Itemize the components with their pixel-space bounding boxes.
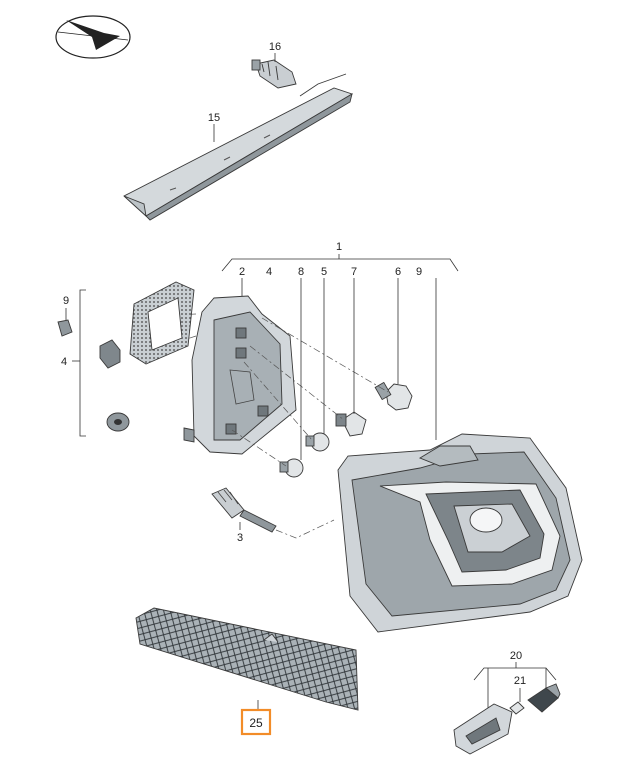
bulb-21[interactable] xyxy=(509,701,525,715)
callout-25[interactable]: 25 xyxy=(249,716,263,730)
bulb-5[interactable] xyxy=(305,432,330,452)
license-lamp-20[interactable] xyxy=(453,703,513,755)
brake-light-bar-15[interactable] xyxy=(123,73,354,221)
callout-16: 16 xyxy=(269,41,281,53)
callout-25-highlight-box[interactable] xyxy=(240,708,272,736)
callout-4-left: 4 xyxy=(61,356,67,368)
bulb-6[interactable] xyxy=(374,381,413,411)
callout-7: 7 xyxy=(351,266,357,278)
nut-4[interactable] xyxy=(99,339,121,369)
holder-3[interactable] xyxy=(211,487,277,533)
clip-9[interactable] xyxy=(57,319,73,337)
bulb-carrier-2[interactable] xyxy=(183,295,297,455)
callout-4-top: 4 xyxy=(266,266,272,278)
callout-1: 1 xyxy=(336,241,342,253)
callout-21: 21 xyxy=(514,675,526,687)
callout-6: 6 xyxy=(395,266,401,278)
gasket[interactable] xyxy=(129,281,195,365)
callout-15: 15 xyxy=(208,112,220,124)
callout-20: 20 xyxy=(510,650,522,662)
callout-9-left: 9 xyxy=(63,295,69,307)
lamp-socket-20[interactable] xyxy=(527,683,561,713)
tail-light-housing[interactable] xyxy=(337,433,583,633)
callout-3: 3 xyxy=(237,532,243,544)
direction-arrow-logo-icon xyxy=(55,15,131,59)
reflector-mesh-25[interactable] xyxy=(135,607,359,711)
grommet-4[interactable] xyxy=(106,412,130,432)
bulb-socket-16[interactable] xyxy=(251,59,297,89)
callout-2: 2 xyxy=(239,266,245,278)
callout-9-top: 9 xyxy=(416,266,422,278)
callout-8: 8 xyxy=(298,266,304,278)
bulb-8[interactable] xyxy=(279,458,304,478)
callout-5: 5 xyxy=(321,266,327,278)
bulb-7[interactable] xyxy=(335,411,367,437)
